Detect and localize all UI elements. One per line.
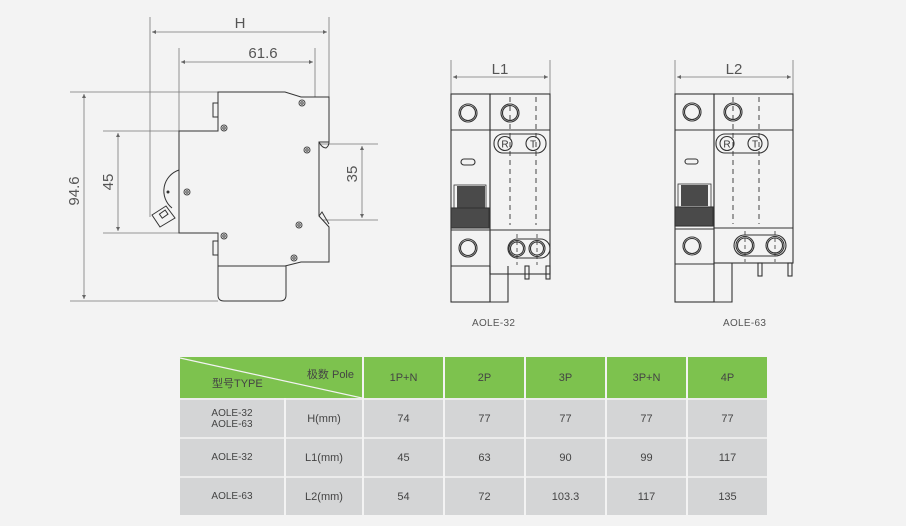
param-cell: L1(mm): [286, 437, 362, 476]
table-row: AOLE-32 L1(mm) 45 63 90 99 117: [180, 437, 767, 476]
dim-94-6-label: 94.6: [66, 176, 83, 205]
column-header: 4P: [688, 357, 767, 398]
dim-45-label: 45: [100, 174, 117, 191]
diagonal-divider: [180, 357, 362, 398]
dim-61-6-label: 61.6: [248, 45, 277, 62]
dimension-94-6: [70, 91, 218, 302]
dim-h-label: H: [235, 15, 246, 32]
spec-table: 极数 Pole 型号TYPE 1P+N 2P 3P 3P+N 4P AOLE-3…: [178, 357, 769, 515]
column-header: 1P+N: [364, 357, 443, 398]
reset-label: R: [501, 140, 508, 151]
value-cell: 135: [688, 476, 767, 515]
technical-drawing: H 61.6 94.6 45 35: [66, 15, 794, 303]
test-label: T: [752, 140, 758, 151]
indicator-window: [460, 158, 476, 166]
column-header: 2P: [445, 357, 524, 398]
dimension-h: [149, 17, 330, 217]
test-button: [525, 135, 541, 152]
column-header: 3P+N: [607, 357, 686, 398]
header-type: 型号TYPE: [212, 378, 263, 390]
value-cell: 117: [688, 437, 767, 476]
test-label: T: [530, 140, 536, 151]
front-view-aole-63: L2 R T: [674, 60, 794, 303]
model-line: AOLE-63: [211, 418, 253, 430]
test-button-frame: [493, 133, 547, 154]
model-line: AOLE-32: [211, 407, 253, 419]
terminal-screw-icon: [458, 238, 478, 258]
lever-handle: [151, 205, 176, 228]
caption-aole-32: AOLE-32: [472, 318, 516, 329]
screws: [183, 99, 311, 262]
side-view: H 61.6 94.6 45 35: [66, 15, 378, 302]
caption-aole-63: AOLE-63: [723, 318, 767, 329]
value-cell: 90: [526, 437, 605, 476]
value-cell: 74: [364, 398, 443, 437]
value-cell: 72: [445, 476, 524, 515]
value-cell: 63: [445, 437, 524, 476]
dimension-45: [103, 130, 179, 234]
bottom-terminal: [217, 266, 287, 302]
header-diagonal-cell: 极数 Pole 型号TYPE: [180, 357, 362, 398]
terminal-screw-icon: [458, 103, 478, 123]
model-line: AOLE-63: [211, 491, 253, 502]
breaker-side-body: [178, 91, 330, 267]
dim-l1-label: L1: [492, 61, 509, 78]
column-header: 3P: [526, 357, 605, 398]
value-cell: 77: [445, 398, 524, 437]
value-cell: 77: [688, 398, 767, 437]
lever-arc: [163, 169, 180, 209]
value-cell: 77: [526, 398, 605, 437]
model-cell: AOLE-32: [180, 437, 284, 476]
front-view-aole-32: L1 R T: [450, 60, 551, 303]
reset-button: [497, 135, 513, 152]
table-header-row: 极数 Pole 型号TYPE 1P+N 2P 3P 3P+N 4P: [180, 357, 767, 398]
model-cell: AOLE-63: [180, 476, 284, 515]
dim-l2-label: L2: [726, 61, 743, 78]
handle-dark: [457, 186, 485, 208]
value-cell: 54: [364, 476, 443, 515]
table-row: AOLE-63 L2(mm) 54 72 103.3 117 135: [180, 476, 767, 515]
param-cell: L2(mm): [286, 476, 362, 515]
dimension-35: [320, 143, 378, 221]
value-cell: 99: [607, 437, 686, 476]
value-cell: 103.3: [526, 476, 605, 515]
value-cell: 45: [364, 437, 443, 476]
header-pole: 极数 Pole: [306, 369, 354, 381]
param-cell: H(mm): [286, 398, 362, 437]
value-cell: 117: [607, 476, 686, 515]
value-cell: 77: [607, 398, 686, 437]
dim-35-label: 35: [344, 166, 361, 183]
reset-label: R: [723, 140, 730, 151]
model-line: AOLE-32: [211, 452, 253, 463]
